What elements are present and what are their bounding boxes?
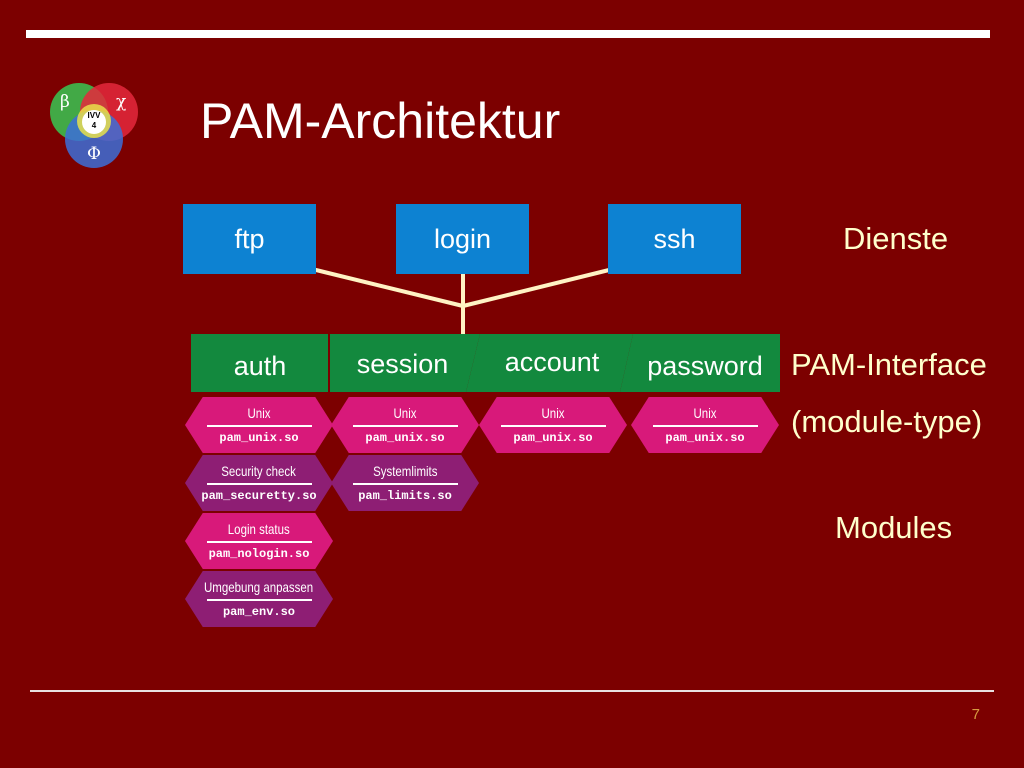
module-file: pam_unix.so bbox=[665, 430, 745, 445]
logo-text-line2: 4 bbox=[91, 121, 97, 130]
module-divider bbox=[206, 598, 312, 601]
module-session-unix: Unix pam_unix.so bbox=[331, 397, 479, 453]
module-file: pam_securetty.so bbox=[201, 488, 317, 503]
module-divider bbox=[206, 540, 312, 543]
module-label: Login status bbox=[228, 520, 290, 537]
module-label: Unix bbox=[693, 404, 717, 421]
module-label: Unix bbox=[541, 404, 565, 421]
module-auth-nologin: Login status pam_nologin.so bbox=[185, 513, 333, 569]
module-divider bbox=[352, 482, 458, 485]
service-box-ftp: ftp bbox=[183, 204, 316, 274]
module-label: Systemlimits bbox=[372, 462, 438, 479]
module-label: Unix bbox=[247, 404, 271, 421]
service-label-login: login bbox=[433, 223, 492, 254]
logo-text: IVV 4 bbox=[76, 111, 112, 131]
module-account-unix: Unix pam_unix.so bbox=[479, 397, 627, 453]
interface-label-auth: auth bbox=[233, 350, 287, 381]
interface-shape-session bbox=[329, 334, 480, 392]
top-rule bbox=[26, 30, 990, 38]
interface-shape-auth bbox=[191, 334, 329, 392]
interface-label-account: account bbox=[504, 346, 600, 377]
module-file: pam_limits.so bbox=[358, 488, 452, 503]
module-divider bbox=[352, 424, 458, 427]
module-divider bbox=[206, 424, 312, 427]
module-label: Umgebung anpassen bbox=[204, 578, 314, 595]
module-password-unix: Unix pam_unix.so bbox=[631, 397, 779, 453]
module-auth-securetty: Security check pam_securetty.so bbox=[185, 455, 333, 511]
module-file: pam_env.so bbox=[222, 604, 295, 619]
module-auth-env: Umgebung anpassen pam_env.so bbox=[185, 571, 333, 627]
logo-glyph-phi: Φ bbox=[87, 144, 101, 164]
label-dienste: Dienste bbox=[843, 221, 949, 256]
module-divider bbox=[500, 424, 606, 427]
interface-session: session bbox=[330, 334, 475, 394]
service-label-ftp: ftp bbox=[234, 223, 265, 254]
bottom-rule bbox=[30, 690, 994, 692]
module-label: Unix bbox=[393, 404, 417, 421]
interface-account: account bbox=[476, 334, 628, 390]
module-file: pam_unix.so bbox=[513, 430, 593, 445]
interface-shape-password bbox=[620, 334, 780, 392]
module-file: pam_nologin.so bbox=[208, 546, 310, 561]
interface-shape-account bbox=[466, 334, 633, 392]
interface-label-password: password bbox=[647, 350, 763, 381]
module-auth-unix: Unix pam_unix.so bbox=[185, 397, 333, 453]
venn-logo-icon bbox=[50, 83, 138, 168]
page-number: 7 bbox=[971, 706, 980, 723]
ivv4-logo: β χ Φ bbox=[46, 80, 142, 172]
service-box-login: login bbox=[396, 204, 529, 274]
service-box-ssh: ssh bbox=[608, 204, 741, 274]
interface-auth: auth bbox=[191, 336, 329, 396]
module-divider bbox=[206, 482, 312, 485]
module-file: pam_unix.so bbox=[219, 430, 299, 445]
label-module-type: (module-type) bbox=[791, 404, 983, 439]
logo-glyph-beta: β bbox=[60, 92, 70, 112]
connector-ssh bbox=[461, 268, 611, 308]
logo-text-line1: IVV bbox=[87, 111, 101, 120]
module-session-limits: Systemlimits pam_limits.so bbox=[331, 455, 479, 511]
slide-title: PAM-Architektur bbox=[200, 93, 561, 149]
label-pam-interface: PAM-Interface bbox=[791, 347, 987, 382]
connector-ftp bbox=[314, 268, 465, 308]
label-modules: Modules bbox=[835, 510, 953, 545]
interface-password: password bbox=[630, 336, 780, 396]
module-divider bbox=[652, 424, 758, 427]
interface-label-session: session bbox=[356, 348, 449, 379]
logo-glyph-chi: χ bbox=[116, 92, 127, 112]
module-label: Security check bbox=[221, 462, 297, 479]
module-file: pam_unix.so bbox=[365, 430, 445, 445]
service-label-ssh: ssh bbox=[653, 223, 696, 254]
